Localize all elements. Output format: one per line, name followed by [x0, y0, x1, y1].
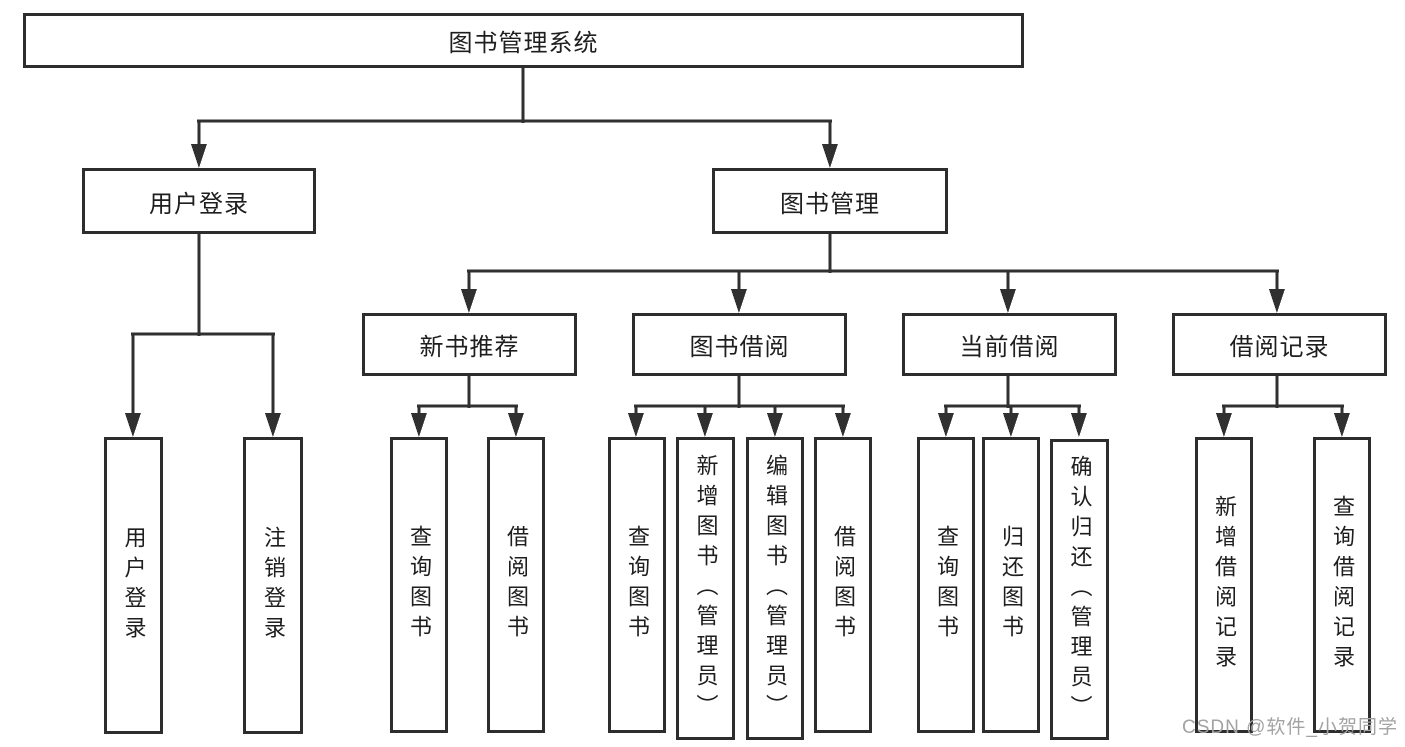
arrowhead — [822, 144, 838, 168]
leaf-label: 借阅图书 — [831, 525, 856, 645]
node-current-borrowing: 当前借阅 — [902, 313, 1117, 376]
leaf-borrow-books-2: 借阅图书 — [814, 437, 872, 733]
arrowhead — [461, 289, 477, 313]
arrowhead — [1216, 413, 1232, 437]
arrowhead — [731, 289, 747, 313]
node-new-book-recommendation: 新书推荐 — [362, 313, 577, 376]
node-borrowing-records: 借阅记录 — [1172, 313, 1387, 376]
arrowhead — [835, 413, 851, 437]
arrowhead — [265, 413, 281, 437]
arrowhead — [191, 144, 207, 168]
leaf-return-books: 归还图书 — [982, 437, 1040, 733]
leaf-label: 新增借阅记录 — [1212, 495, 1237, 675]
leaf-add-borrow-record: 新增借阅记录 — [1195, 437, 1253, 733]
leaf-borrow-books-1: 借阅图书 — [487, 437, 545, 733]
leaf-label: 查询图书 — [407, 525, 432, 645]
leaf-label: 查询图书 — [625, 525, 650, 645]
leaf-user-login: 用户登录 — [104, 437, 163, 734]
leaf-label: 查询图书 — [934, 525, 959, 645]
arrowhead — [1000, 289, 1016, 313]
leaf-query-books-2: 查询图书 — [608, 437, 666, 733]
arrowhead — [125, 413, 141, 437]
leaf-label: 新增图书（管理员） — [693, 453, 719, 724]
leaf-query-books-1: 查询图书 — [390, 437, 448, 733]
leaf-add-books-admin: 新增图书（管理员） — [676, 437, 735, 740]
leaf-logout: 注销登录 — [243, 437, 303, 734]
leaf-label: 用户登录 — [121, 525, 147, 646]
arrowhead — [697, 413, 713, 437]
leaf-label: 借阅图书 — [504, 525, 529, 645]
leaf-label: 查询借阅记录 — [1330, 495, 1355, 675]
arrowhead — [411, 413, 427, 437]
arrowhead — [767, 413, 783, 437]
arrowhead — [1334, 413, 1350, 437]
arrowhead — [938, 413, 954, 437]
arrowhead — [508, 413, 524, 437]
node-book-borrowing: 图书借阅 — [632, 313, 847, 376]
leaf-label: 注销登录 — [261, 525, 286, 646]
arrowhead — [1269, 289, 1285, 313]
arrowhead — [1071, 413, 1087, 437]
leaf-query-borrow-record: 查询借阅记录 — [1313, 437, 1371, 733]
node-user-login-branch: 用户登录 — [82, 168, 316, 234]
leaf-query-books-3: 查询图书 — [917, 437, 975, 733]
csdn-watermark: CSDN @软件_小贺同学 — [1182, 717, 1398, 738]
leaf-confirm-return-admin: 确认归还（管理员） — [1050, 439, 1109, 740]
leaf-label: 确认归还（管理员） — [1067, 454, 1093, 725]
node-library-management-system: 图书管理系统 — [23, 13, 1024, 68]
leaf-edit-books-admin: 编辑图书（管理员） — [746, 437, 804, 740]
leaf-label: 归还图书 — [999, 525, 1024, 645]
arrowhead — [628, 413, 644, 437]
leaf-label: 编辑图书（管理员） — [763, 453, 788, 724]
arrowhead — [1003, 413, 1019, 437]
node-book-management-branch: 图书管理 — [712, 168, 948, 234]
